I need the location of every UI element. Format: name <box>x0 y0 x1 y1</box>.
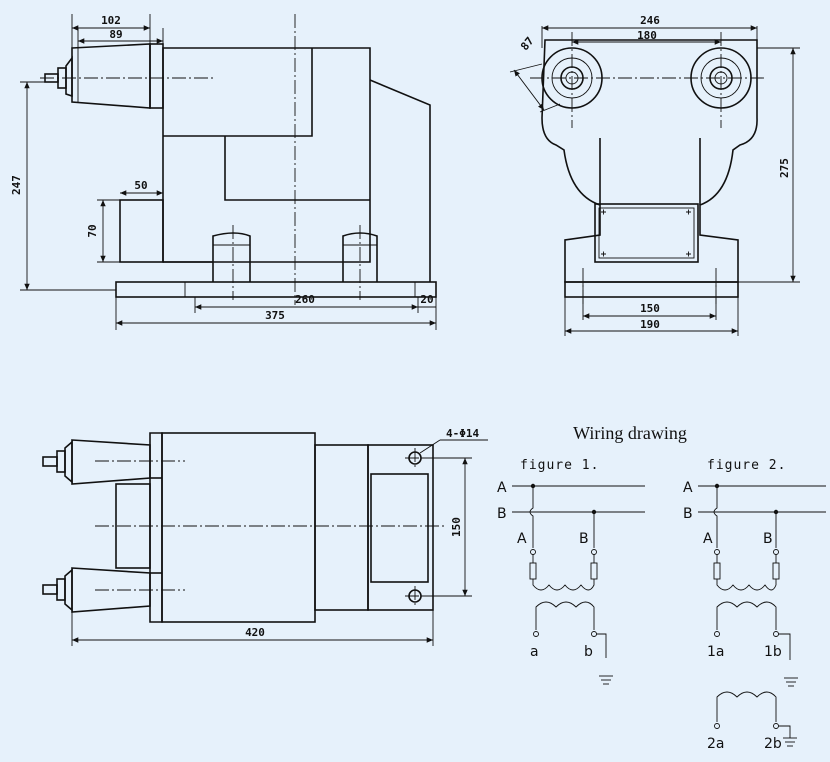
dim-side-150: 150 <box>640 302 660 315</box>
figure2-ground-symbol-2 <box>783 737 797 747</box>
side-nameplate <box>594 203 699 263</box>
dim-side-87: 87 <box>518 34 536 53</box>
front-flange <box>149 43 164 109</box>
dim-top-holes: 4-Φ14 <box>446 427 479 440</box>
figure1-title: figure 1. <box>520 458 599 473</box>
dim-top-150: 150 <box>450 517 463 537</box>
figure2-line-b-label: B <box>683 506 693 522</box>
front-terminal-box <box>119 199 164 263</box>
front-bushing <box>44 43 151 109</box>
figure2-line-a-label: A <box>683 480 693 496</box>
top-bushing-upper <box>42 439 151 485</box>
dim-top-420: 420 <box>245 626 265 639</box>
figure1-primary-a: A <box>517 531 527 547</box>
figure1-secondary-a: a <box>530 644 539 660</box>
figure2-primary-b: B <box>763 531 773 547</box>
dim-front-102: 102 <box>101 14 121 27</box>
dim-side-246: 246 <box>640 14 660 27</box>
figure2-sec1-a: 1a <box>707 644 725 660</box>
figure1-primary-b: B <box>579 531 589 547</box>
figure2-sec1-b: 1b <box>764 644 782 660</box>
figure2-sec2-a: 2a <box>707 736 725 752</box>
wiring-title: Wiring drawing <box>573 423 687 443</box>
side-view <box>530 32 765 305</box>
figure2-title: figure 2. <box>707 458 786 473</box>
dim-front-260: 260 <box>295 293 315 306</box>
side-base <box>564 281 739 298</box>
figure2-sec2-b: 2b <box>764 736 782 752</box>
wiring-figure-1: figure 1. A B A B a b <box>497 458 645 685</box>
wiring-figure-2: figure 2. A B A B 1a 1b 2a 2b <box>683 458 826 752</box>
top-view <box>42 432 445 623</box>
figure1-secondary-b: b <box>584 644 593 660</box>
dim-front-20: 20 <box>420 293 433 306</box>
front-body <box>162 47 371 263</box>
dim-front-50: 50 <box>134 179 147 192</box>
side-dimensions: 246 180 87 275 150 190 <box>509 14 800 336</box>
figure2-primary-a: A <box>703 531 713 547</box>
top-dimensions: 4-Φ14 150 420 <box>71 427 488 646</box>
dim-front-89: 89 <box>109 28 122 41</box>
figure2-ground-symbol-1 <box>784 677 798 687</box>
top-base <box>367 444 434 611</box>
dim-front-375: 375 <box>265 309 285 322</box>
dim-front-247: 247 <box>10 175 23 195</box>
dim-side-275: 275 <box>778 158 791 178</box>
dim-side-190: 190 <box>640 318 660 331</box>
side-body <box>541 39 758 283</box>
figure1-line-b-label: B <box>497 506 507 522</box>
dim-front-70: 70 <box>86 224 99 237</box>
front-view <box>40 14 437 305</box>
figure1-ground-symbol <box>599 675 613 685</box>
dim-side-180: 180 <box>637 29 657 42</box>
front-core <box>224 136 370 201</box>
front-upper-block <box>163 48 313 137</box>
figure1-line-a-label: A <box>497 480 507 496</box>
front-dimensions: 102 89 247 50 70 260 20 375 <box>10 14 437 330</box>
front-tail <box>369 79 431 282</box>
front-base <box>115 281 437 298</box>
front-foot-left <box>212 232 251 282</box>
